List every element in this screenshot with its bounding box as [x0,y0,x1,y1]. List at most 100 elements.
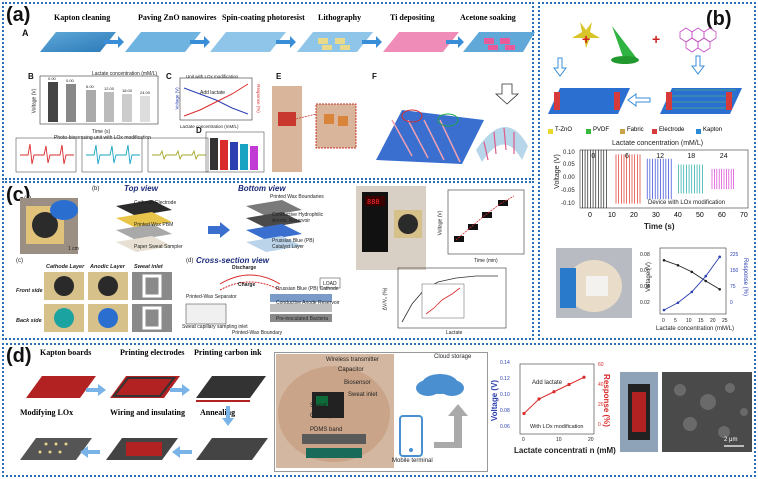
b-wave-label-24: 24 [720,153,728,160]
a-b-bars [48,82,150,122]
b-device-right [660,88,742,114]
b-chart2-ytick-left-2: 0.04 [640,284,650,290]
b-materials: + + [548,22,742,114]
panel-c-frame [2,181,534,340]
d-scalebar: 2 μm [724,437,738,443]
a-c-line-voltage [183,87,249,115]
d-ytick-left-4: 0.06 [500,424,510,430]
d-process [20,376,268,460]
a-c-ylabel-right: Response (%) [255,84,261,113]
b-legend-swatch-4 [696,129,701,134]
a-b-val-0: 0.00 [48,76,56,81]
c-d-label-7: Pre-inoculated Bacteria [276,316,328,322]
c-sub-c: (c) [16,258,23,264]
a-wave-cyan [86,144,140,165]
a-b-chart [39,75,159,125]
b-chart2-ylabel-right: Response (%) [742,257,749,297]
b-line-chart-series [662,255,721,312]
a-f-arrow-down [494,83,520,105]
b-xtick-0: 0 [588,212,592,219]
c-time-ylabel: Voltage (V) [437,210,444,236]
d-plate-4 [20,438,92,460]
b-line-point [704,274,708,278]
d-mobile-label: Mobile terminal [392,458,433,464]
b-line-chart [659,247,727,315]
a-step-4: Lithography [318,13,362,22]
b-legend-label-0: T-ZnO [555,127,573,133]
d-step-2: Printing electrodes [120,348,185,357]
d-label-4: Sweat shell [310,403,341,409]
b-xtick-1: 10 [608,212,616,219]
c-bottom-label-0: Printed Wax Boundaries [270,194,324,200]
b-xtick-6: 60 [718,212,726,219]
a-plate-1 [40,32,116,52]
d-ytick-right-2: 20 [598,402,604,408]
b-ytick-3: -0.05 [561,188,575,194]
c-c-header-1: Anodic Layer [90,264,125,270]
c-top-view: Top view [124,184,158,193]
d-chart-ylabel-left: Voltage (V) [490,379,500,422]
a-step-2: Paving ZnO nanowires [138,13,217,22]
b-wave-series-24 [711,168,734,190]
c-a-photo [20,198,78,254]
c-bottom-label-1: Conductive Hydrophilic Anodic Reservoir [272,212,324,224]
a-b-legend: Lactate concentration (mM/L) [92,71,158,77]
c-d-label-0: Discharge [232,265,257,271]
d-xtick-2: 20 [588,437,594,443]
a-arrows [104,36,464,48]
a-sub-D: D [196,126,202,135]
svg-text:+: + [582,31,590,47]
b-legend-label-3: Electrode [659,127,685,133]
b-chart2-ytick-right-2: 75 [730,284,736,290]
a-pads-6 [484,38,515,50]
a-b-val-1: 0.00 [66,78,74,83]
d-chart-annot: Add lactate [532,380,563,386]
b-ytick-2: 0.00 [563,175,575,181]
panel-a-row-letter: A [22,28,29,38]
d-ytick-left-2: 0.10 [500,392,510,398]
b-xtick-4: 40 [674,212,682,219]
panel-a-label: (a) [6,4,31,26]
b-chart2-xtick-4: 20 [710,318,716,324]
b-graphene-icon [679,27,717,53]
c-c-row-1: Back side [16,318,42,324]
b-line-point [662,308,666,312]
b-line-series-1 [663,256,721,311]
d-chart-xlabel: Lactate concentrati n (mM) [514,446,616,455]
c-c-header-2: Sweat inlet [134,264,163,270]
d-sem-images [620,372,752,452]
b-chart2-ytick-right-0: 225 [730,252,739,258]
d-ytick-right-3: 0 [598,422,601,428]
b-wave-label-6: 6 [625,153,629,160]
b-line-point [676,301,680,305]
b-wave-series-6 [615,154,641,204]
c-d-label-2: LOAD [323,281,337,287]
svg-text:+: + [652,31,660,47]
b-legend-swatch-1 [586,129,591,134]
c-lact-chart [397,267,507,329]
d-plate-1 [26,376,96,398]
a-e-photo [272,86,357,172]
a-plate-3 [210,32,286,52]
c-cross-section: Cross-section view [196,256,269,265]
b-legend-label-2: Fabric [627,127,644,133]
a-b-val-2: 6.00 [86,84,94,89]
b-chart2-ytick-left-3: 0.02 [640,300,650,306]
a-plate-2 [125,32,201,52]
b-legend-label-4: Kapton [703,127,723,133]
d-plate-6 [196,438,268,460]
d-chart [519,363,595,435]
panel-d-label: (d) [6,345,32,367]
c-bottom-view: Bottom view [238,184,286,193]
a-c-xlabel: Lactate concentration (mM/L) [180,124,239,129]
a-wave-red [20,143,74,165]
c-time-xlabel: Time (min) [474,258,498,264]
panel-b-frame [538,2,756,340]
d-step-4: Modifying LOx [20,408,74,417]
d-ytick-right-1: 40 [598,382,604,388]
d-label-0: Wireless transmitter [326,357,380,363]
b-tzno-icon [572,22,600,48]
b-wrist-photo [556,248,632,318]
b-chart-xlabel: Time (s) [644,222,675,231]
